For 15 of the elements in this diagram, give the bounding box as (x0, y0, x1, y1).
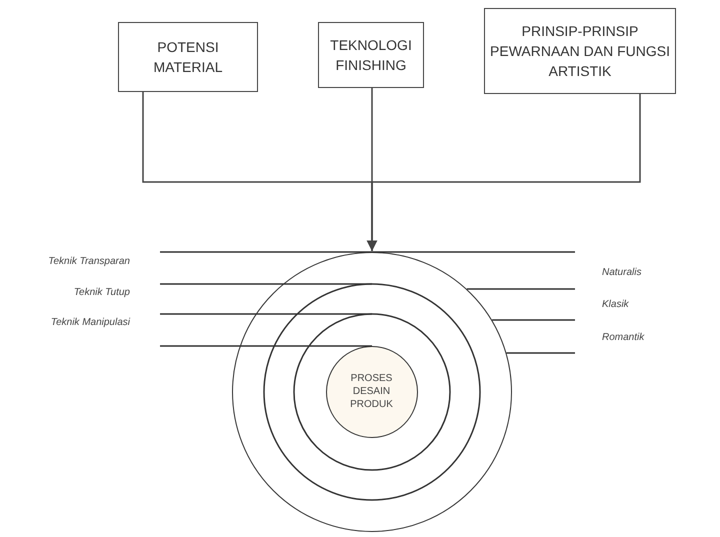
connector-arrow (366, 94, 641, 251)
technique-label: Naturalis (602, 267, 642, 279)
technique-label: Teknik Tutup (74, 287, 130, 299)
technique-label: Romantik (602, 332, 644, 344)
circle-text: PROSES DESAIN PRODUK (349, 372, 394, 411)
technique-label: Klasik (602, 299, 629, 311)
technique-label: Teknik Transparan (48, 256, 130, 268)
box-text: TEKNOLOGI FINISHING (329, 36, 413, 75)
concept-box (318, 22, 424, 88)
box-text: POTENSI MATERIAL (152, 38, 224, 77)
concept-box (484, 8, 676, 94)
spiral-ring (232, 252, 512, 532)
technique-label: Teknik Manipulasi (50, 317, 130, 329)
box-text: PRINSIP-PRINSIP PEWARNAAN DAN FUNGSI ARTISTIK (489, 22, 671, 81)
concept-box (118, 22, 258, 92)
